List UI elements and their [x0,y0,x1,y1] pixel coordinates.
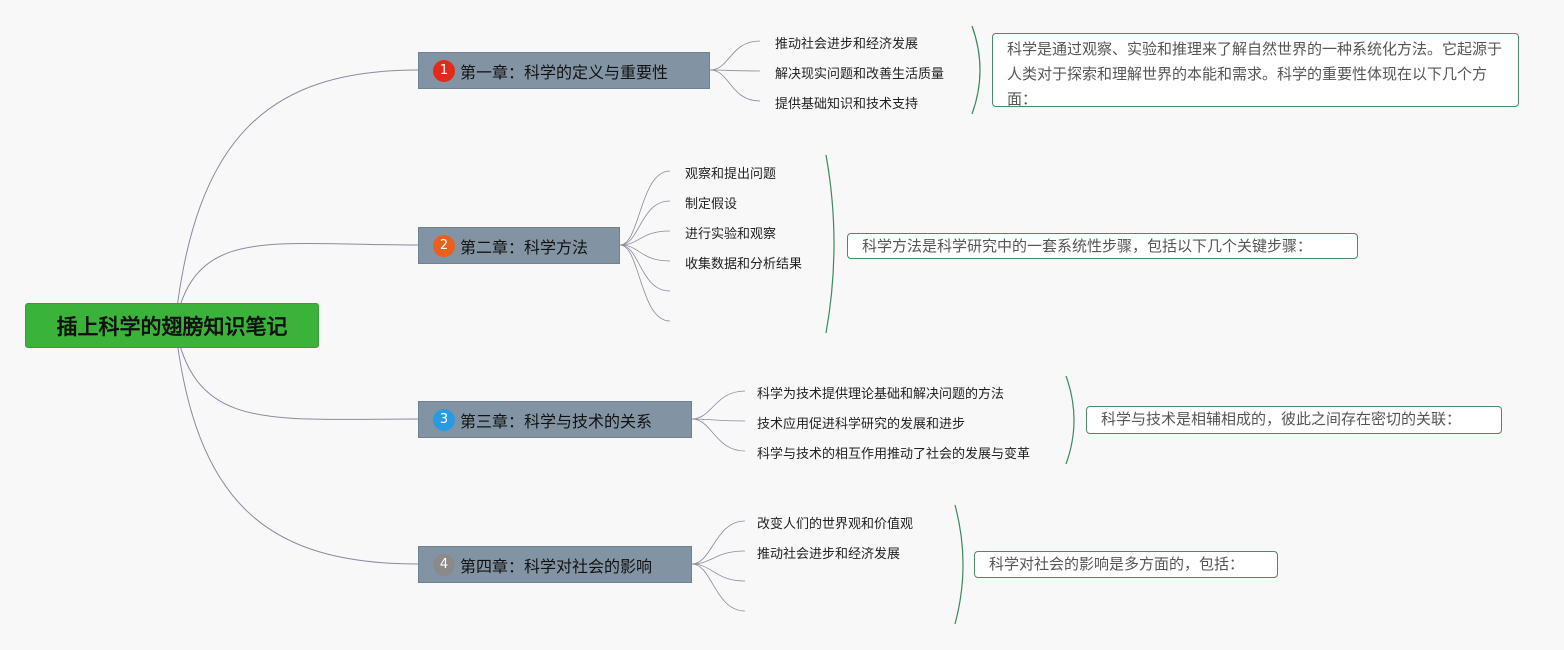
chapter-4-leaf-1-link [691,520,746,565]
chapter-2-title: 第二章：科学方法 [460,237,589,257]
chapter-2-leaf-6-link [619,244,671,322]
chapter-1-topic[interactable]: 1 第一章：科学的定义与重要性 [418,52,710,89]
chapter-2-leaf-5-link [619,244,671,292]
chapter-4-number-badge: 4 [433,553,455,576]
chapter-1-item-1[interactable]: 推动社会进步和经济发展 [775,37,919,52]
chapter-2-item-1[interactable]: 观察和提出问题 [685,167,777,182]
chapter-3-leaf-3-link [691,418,746,452]
chapter-4-note-text: 科学对社会的影响是多方面的，包括： [989,555,1245,573]
chapter-1-leaf-3-link [709,69,761,102]
chapter-3-summary-brace [1065,375,1075,465]
chapter-4-note[interactable]: 科学对社会的影响是多方面的，包括： [974,551,1278,578]
chapter-3-item-2[interactable]: 技术应用促进科学研究的发展和进步 [757,417,966,432]
root-to-chapter-2-link [174,242,419,326]
chapter-1-item-2[interactable]: 解决现实问题和改善生活质量 [775,67,945,82]
root-topic[interactable]: 插上科学的翅膀知识笔记 [25,303,319,348]
chapter-3-note[interactable]: 科学与技术是相辅相成的，彼此之间存在密切的关联： [1086,406,1502,434]
chapter-4-summary-brace [954,504,964,625]
chapter-4-leaf-3-link [691,563,746,582]
chapter-2-item-3[interactable]: 进行实验和观察 [685,227,777,242]
chapter-1-number-badge: 1 [433,59,455,82]
chapter-1-note-text: 科学是通过观察、实验和推理来了解自然世界的一种系统化方法。它起源于人类对于探索和… [1007,40,1503,108]
chapter-2-leaf-1-link [619,170,671,246]
chapter-1-summary-brace [971,25,981,115]
chapter-2-note-text: 科学方法是科学研究中的一套系统性步骤，包括以下几个关键步骤： [862,237,1313,255]
chapter-4-item-2[interactable]: 推动社会进步和经济发展 [757,547,901,562]
chapter-3-leaf-1-link [691,390,746,420]
chapter-1-title: 第一章：科学的定义与重要性 [460,62,669,82]
chapter-1-item-3[interactable]: 提供基础知识和技术支持 [775,97,919,112]
chapter-4-topic[interactable]: 4 第四章：科学对社会的影响 [418,546,692,583]
chapter-2-summary-brace [825,154,835,334]
root-to-chapter-1-link [174,69,419,326]
root-to-chapter-3-link [174,324,419,420]
chapter-2-topic[interactable]: 2 第二章：科学方法 [418,227,620,264]
chapter-3-item-1[interactable]: 科学为技术提供理论基础和解决问题的方法 [757,387,1005,402]
chapter-2-item-4[interactable]: 收集数据和分析结果 [685,257,803,272]
root-title: 插上科学的翅膀知识笔记 [56,314,288,339]
chapter-2-number-badge: 2 [433,234,455,257]
chapter-4-item-1[interactable]: 改变人们的世界观和价值观 [757,517,914,532]
chapter-2-leaf-2-link [619,200,671,246]
root-to-chapter-4-link [174,324,419,565]
chapter-3-number-badge: 3 [433,408,455,431]
chapter-1-leaf-2-link [709,69,761,72]
chapter-4-leaf-4-link [691,563,746,612]
chapter-3-title: 第三章：科学与技术的关系 [460,411,653,431]
chapter-2-note[interactable]: 科学方法是科学研究中的一套系统性步骤，包括以下几个关键步骤： [847,233,1358,259]
chapter-3-note-text: 科学与技术是相辅相成的，彼此之间存在密切的关联： [1101,410,1462,428]
chapter-3-topic[interactable]: 3 第三章：科学与技术的关系 [418,401,692,438]
chapter-2-leaf-3-link [619,230,671,246]
chapter-4-title: 第四章：科学对社会的影响 [460,556,653,576]
chapter-3-leaf-2-link [691,418,746,422]
chapter-2-leaf-4-link [619,244,671,262]
chapter-4-leaf-2-link [691,550,746,565]
chapter-3-item-3[interactable]: 科学与技术的相互作用推动了社会的发展与变革 [757,447,1031,462]
chapter-1-leaf-1-link [709,40,761,71]
chapter-2-item-2[interactable]: 制定假设 [685,197,738,212]
chapter-1-note[interactable]: 科学是通过观察、实验和推理来了解自然世界的一种系统化方法。它起源于人类对于探索和… [992,33,1519,108]
